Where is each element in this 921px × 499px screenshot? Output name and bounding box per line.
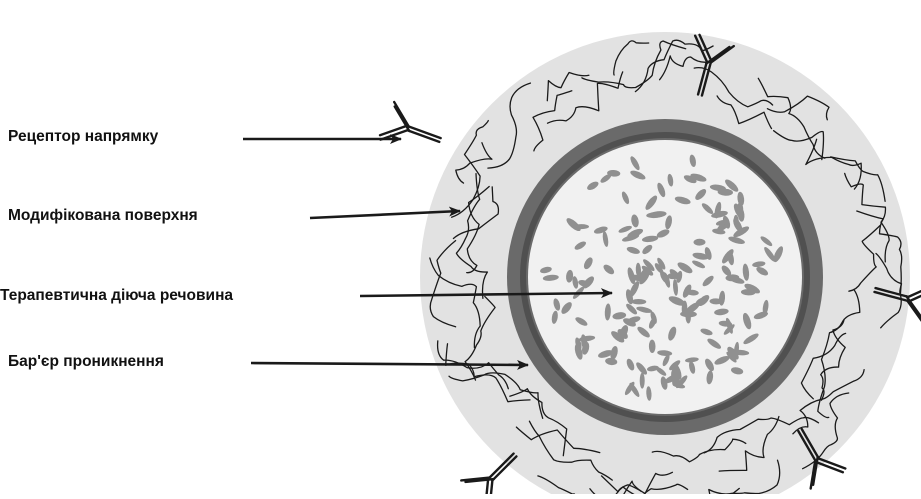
label-targeting-receptor: Рецептор напрямку	[8, 128, 158, 146]
label-therapeutic-agent: Терапевтична діюча речовина	[0, 287, 233, 305]
antibody-receptor-icon	[379, 101, 447, 158]
drug-particle	[640, 373, 645, 389]
label-permeation-barrier: Бар'єр проникнення	[8, 353, 164, 371]
label-modified-surface: Модифікована поверхня	[8, 207, 198, 225]
